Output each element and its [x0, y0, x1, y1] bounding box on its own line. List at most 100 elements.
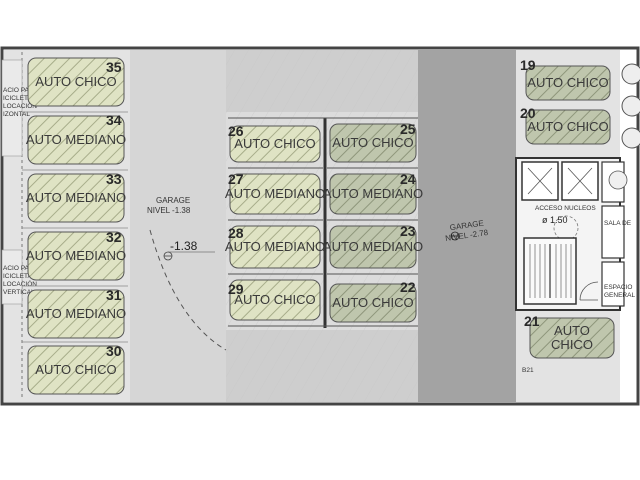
spot-number: 20 [520, 105, 536, 121]
spot-number: 26 [228, 123, 244, 139]
core-unit-label: B21 [522, 367, 534, 374]
spot-label: AUTO [554, 323, 590, 338]
core-espacio-1: ESPACIO [604, 284, 632, 291]
car-outline [229, 125, 321, 163]
left-parking-zone [4, 50, 130, 402]
spot-label: AUTO CHICO [527, 119, 608, 134]
ramp-curve [149, 229, 227, 351]
spot-label: AUTO CHICO [234, 136, 315, 151]
outer-wall [0, 46, 640, 406]
level-left-title: GARAGE [156, 196, 190, 205]
spot-number: 22 [400, 279, 416, 295]
spot-label: AUTO CHICO [527, 75, 608, 90]
spot-number: 19 [520, 57, 536, 73]
spot-number: 35 [106, 59, 122, 75]
tank-icon [621, 95, 640, 117]
car-outline [229, 225, 321, 269]
car-outline [229, 279, 321, 321]
core-access-dim: ø 1.50 [542, 215, 568, 225]
espacio-room [601, 261, 625, 307]
tank-icon [621, 127, 640, 149]
middle-spot-dividers [228, 117, 418, 327]
car-outline [27, 115, 125, 165]
door-swing [579, 281, 599, 301]
car-outline [27, 231, 125, 281]
spot-number: 25 [400, 121, 416, 137]
spot-number: 34 [106, 112, 122, 128]
car-outline [529, 317, 615, 359]
spot-label: AUTO CHICO [35, 74, 116, 89]
spot-number: 31 [106, 287, 122, 303]
spot-label: AUTO CHICO [332, 135, 413, 150]
level-left-marker: -1.38 [170, 239, 198, 253]
spot-label: AUTO CHICO [332, 295, 413, 310]
core-access-title: ACCESO NUCLEOS [535, 205, 596, 212]
middle-ramp-top [226, 50, 418, 112]
car-outline [329, 283, 417, 323]
tank-icon [608, 170, 628, 190]
car-outline [229, 173, 321, 215]
car-outline [27, 289, 125, 339]
spot-number: 33 [106, 171, 122, 187]
spot-label: AUTO MEDIANO [225, 186, 325, 201]
bike-note-h-3: LOCACIÓN [3, 101, 37, 110]
bike-note-v-2: ICICLETAS [3, 273, 37, 280]
spot-label: AUTO MEDIANO [26, 248, 126, 263]
car-outline [27, 57, 125, 107]
bike-note-h-2: ICICLETAS [3, 95, 37, 102]
spot-label: CHICO [551, 337, 593, 352]
car-outline [27, 345, 125, 395]
tank-icon [621, 63, 640, 85]
spot-number: 23 [400, 223, 416, 239]
spot-label: AUTO MEDIANO [323, 186, 423, 201]
car-outline [525, 109, 611, 145]
car-outline [27, 173, 125, 223]
spot-label: AUTO MEDIANO [323, 239, 423, 254]
core-area: ACCESO NUCLEOS ø 1.50 SALA DE ESPACIO GE… [521, 161, 635, 307]
left-spot-dividers [22, 111, 128, 343]
left-circulation [130, 50, 226, 402]
spot-number: 30 [106, 343, 122, 359]
spot-label: AUTO MEDIANO [225, 239, 325, 254]
water-tanks [621, 63, 640, 149]
turning-circle [553, 215, 579, 241]
core-espacio-2: GENERAL [604, 292, 635, 299]
core-sala: SALA DE [604, 220, 632, 227]
right-circulation [418, 50, 516, 402]
spot-number: 27 [228, 171, 244, 187]
car-outline [329, 225, 417, 269]
spot-number: 24 [400, 171, 416, 187]
bike-note-h-4: IZONTAL [3, 111, 30, 118]
spot-label: AUTO MEDIANO [26, 132, 126, 147]
middle-ramp-bottom [226, 330, 418, 402]
spot-number: 32 [106, 229, 122, 245]
level-left-subtitle: NIVEL -1.38 [147, 206, 191, 215]
bike-note-v-4: VERTICAL [3, 289, 35, 296]
spot-label: AUTO MEDIANO [26, 306, 126, 321]
spot-label: AUTO MEDIANO [26, 190, 126, 205]
car-outline [329, 173, 417, 215]
car-outline [525, 65, 611, 101]
bike-note-h-1: ACIO PARA [3, 87, 39, 94]
car-outline [329, 123, 417, 163]
sala-room [601, 205, 625, 259]
bike-storage-vertical: ACIO PARA ICICLETAS LOCACIÓN VERTICAL [1, 249, 39, 305]
